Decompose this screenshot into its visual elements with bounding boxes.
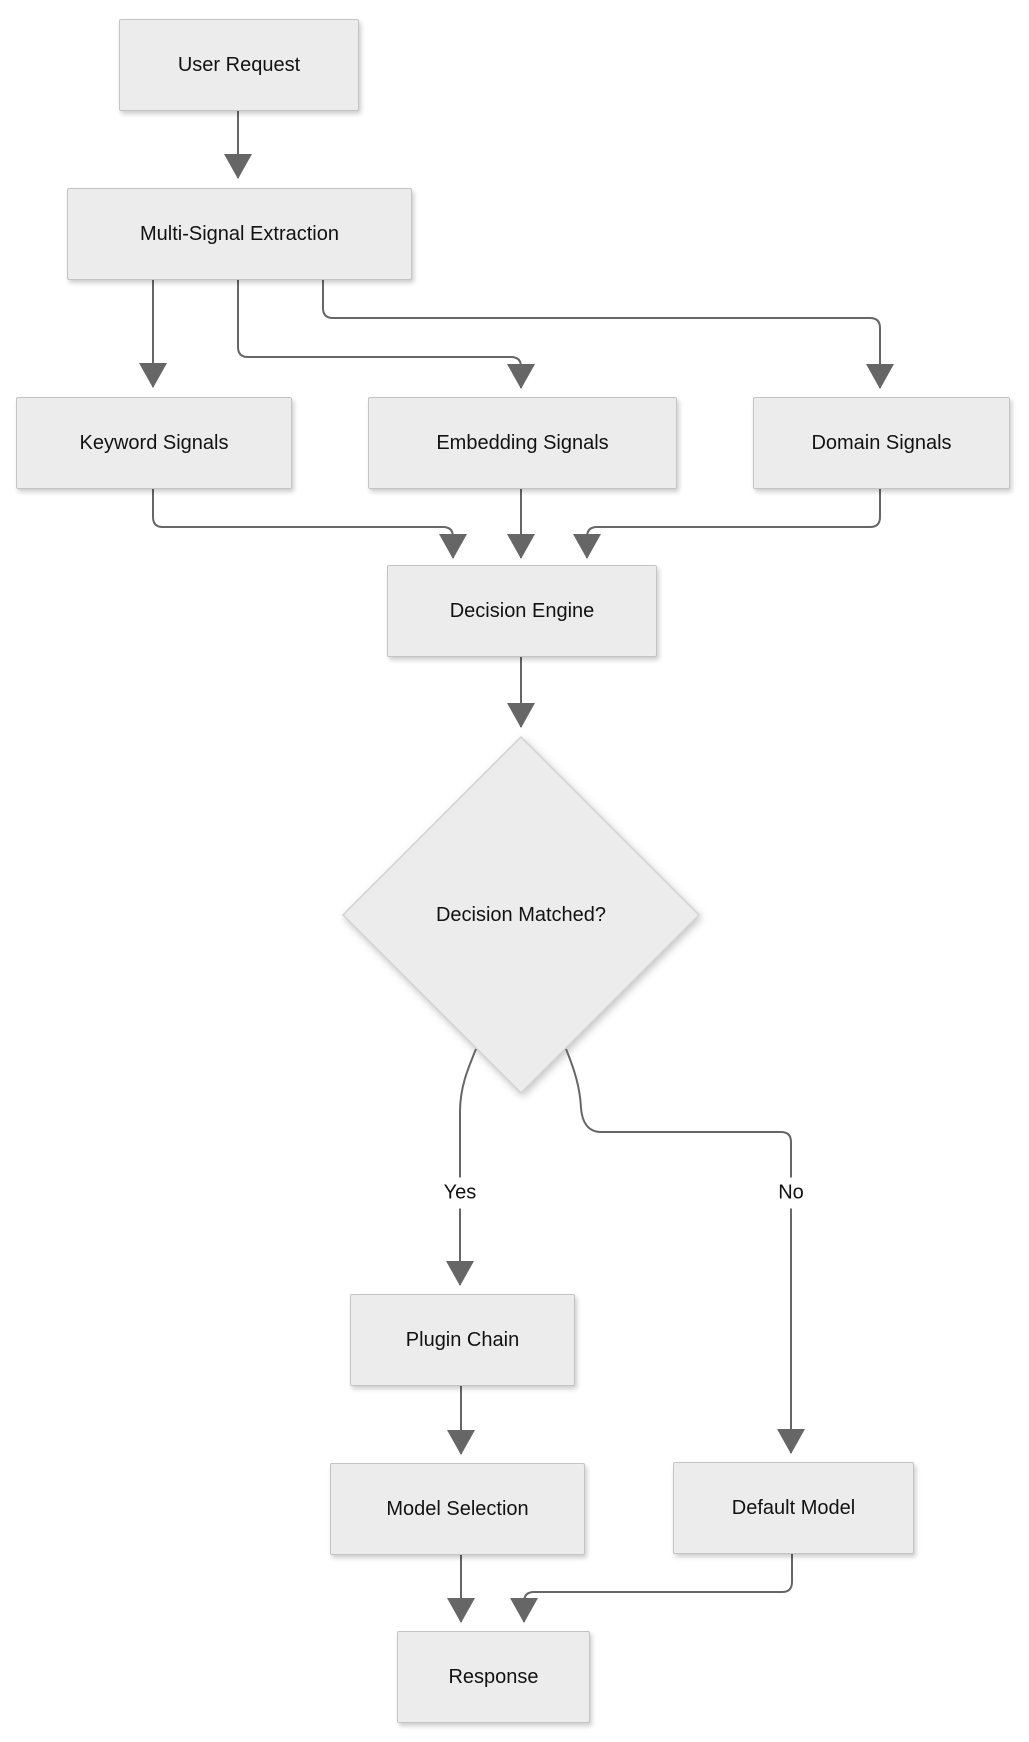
node-default-model-label: Default Model [731,1497,856,1519]
node-decision-engine: Decision Engine [387,565,657,657]
node-embedding-signals: Embedding Signals [368,397,677,489]
node-keyword-signals-label: Keyword Signals [79,432,229,454]
node-model-selection-label: Model Selection [386,1498,529,1520]
node-default-model: Default Model [673,1462,914,1554]
node-user-request-label: User Request [177,54,301,76]
node-user-request: User Request [119,19,359,111]
decision-diamond-shape [341,735,701,1095]
node-decision-matched-label: Decision Matched? [435,903,607,926]
node-decision-engine-label: Decision Engine [449,600,595,622]
edge-default-model-to-response [510,1552,793,1623]
edge-keyword-to-decision-engine [152,487,467,559]
edge-multi-signal-to-embedding [237,278,535,389]
node-plugin-chain-label: Plugin Chain [405,1329,520,1351]
edge-multi-signal-to-domain [322,278,894,389]
node-decision-matched: Decision Matched? [371,885,671,945]
node-model-selection: Model Selection [330,1463,585,1555]
node-plugin-chain: Plugin Chain [350,1294,575,1386]
node-keyword-signals: Keyword Signals [16,397,292,489]
edge-domain-to-decision-engine [573,487,881,559]
edge-diamond-no-to-default-model [565,1048,805,1454]
edge-diamond-yes-to-plugin-chain [446,1048,477,1286]
node-response-label: Response [448,1666,539,1688]
node-embedding-signals-label: Embedding Signals [436,432,609,454]
node-multi-signal-extraction-label: Multi-Signal Extraction [140,223,339,245]
edge-label-yes: Yes [433,1177,487,1209]
node-multi-signal-extraction: Multi-Signal Extraction [67,188,412,280]
node-domain-signals: Domain Signals [753,397,1010,489]
node-domain-signals-label: Domain Signals [811,432,952,454]
edge-label-no: No [768,1177,814,1209]
node-response: Response [397,1631,590,1723]
